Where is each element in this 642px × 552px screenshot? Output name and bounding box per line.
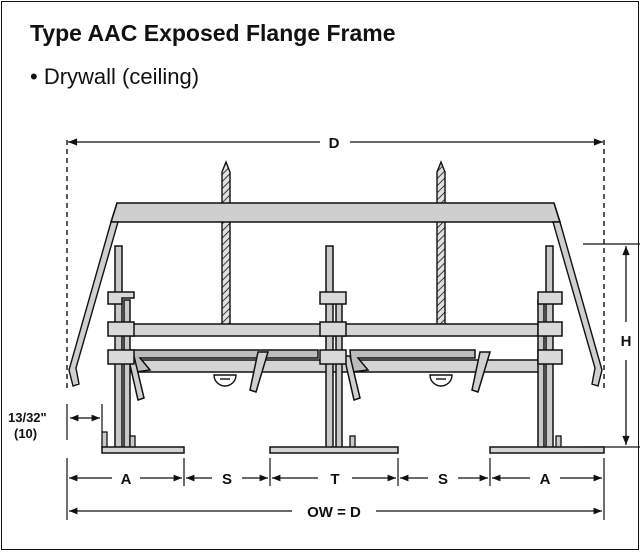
- dimension-s-right-label: S: [438, 471, 448, 488]
- dimension-s-left-label: S: [222, 471, 232, 488]
- hanger-rod-left: [221, 160, 231, 326]
- bottom-flange-left: [101, 446, 185, 454]
- hanger-rod-right: [436, 160, 446, 326]
- latch-right: [471, 351, 492, 393]
- bottom-extension-lines: [66, 458, 605, 520]
- bottom-flanges: [101, 446, 605, 454]
- diagram-title: Type AAC Exposed Flange Frame: [30, 20, 396, 46]
- door-panels: [127, 349, 492, 401]
- dimension-t-label: T: [330, 471, 339, 488]
- dimension-a-left-label: A: [121, 471, 132, 488]
- clip-channels: [107, 291, 563, 365]
- latch-left: [249, 351, 270, 393]
- cam-locks: [213, 374, 453, 387]
- diagram-subtitle: • Drywall (ceiling): [30, 64, 200, 89]
- ceiling-drywall: [109, 202, 562, 223]
- gap-label-in: 13/32": [8, 410, 47, 425]
- vertical-right-outer: [545, 245, 554, 449]
- dimension-d-label: D: [329, 135, 340, 152]
- hinge-arm-right: [343, 355, 361, 401]
- dimension-ow-label: OW = D: [307, 504, 361, 521]
- bottom-flange-center: [269, 446, 399, 454]
- dimension-a-right-label: A: [540, 471, 551, 488]
- cam-lock-left: [213, 374, 237, 387]
- vertical-center-a: [325, 245, 334, 449]
- cam-lock-right: [429, 374, 453, 387]
- side-flanges: [68, 221, 603, 387]
- bottom-flange-right: [489, 446, 605, 454]
- frame-verticals: [114, 245, 554, 449]
- dimension-gap: [66, 404, 103, 440]
- gap-label-mm: (10): [14, 426, 37, 441]
- vertical-left-outer: [114, 245, 123, 449]
- dimension-h-label: H: [621, 333, 632, 350]
- flange-outline-dashed: [66, 140, 605, 392]
